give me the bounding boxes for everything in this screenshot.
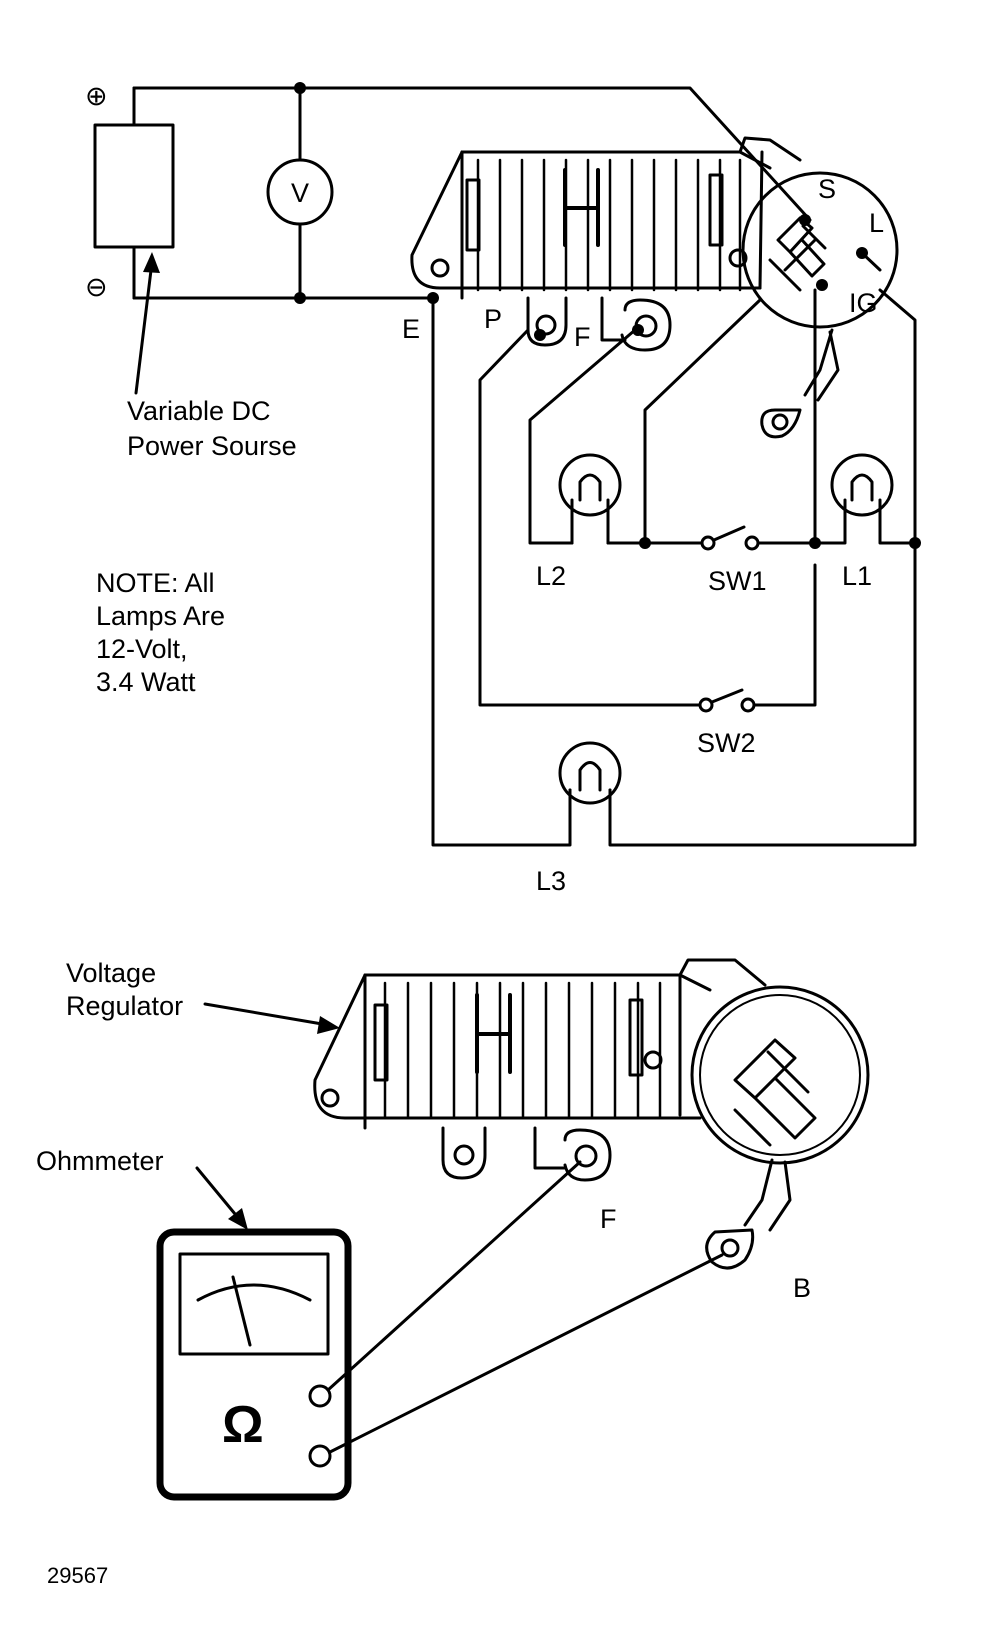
ohmmeter-label: Ohmmeter <box>36 1146 164 1176</box>
regulator-pointer <box>203 1002 340 1034</box>
ohmmeter <box>156 1228 352 1501</box>
switch-sw1-label: SW1 <box>708 566 767 596</box>
connector-head-bottom <box>690 985 870 1270</box>
switch-sw2 <box>698 563 817 713</box>
regulator-label-line1: Voltage <box>66 958 156 988</box>
lamp-note: NOTE: All Lamps Are 12-Volt, 3.4 Watt <box>96 568 225 697</box>
terminal-b-label: B <box>793 1273 811 1303</box>
negative-terminal-symbol: ⊖ <box>85 272 108 302</box>
terminal-ig-label: IG <box>849 288 878 318</box>
ohmmeter-pointer <box>195 1166 248 1230</box>
figure-number: 29567 <box>47 1563 108 1588</box>
test-circuit: ⊕ ⊖ Variable DC Power Sourse V <box>85 81 921 896</box>
ohmmeter-test: Voltage Regulator <box>36 958 870 1501</box>
l-wire <box>643 298 762 545</box>
terminal-p-label: P <box>484 304 502 334</box>
note-line1: NOTE: All <box>96 568 215 598</box>
note-line4: 3.4 Watt <box>96 667 196 697</box>
switch-sw1 <box>643 525 817 551</box>
lamp-l3 <box>558 741 622 812</box>
voltmeter-symbol: V <box>291 178 309 208</box>
terminal-f-top-label: F <box>574 322 591 352</box>
lamp-l1 <box>813 453 917 545</box>
power-source-label-line2: Power Sourse <box>127 431 297 461</box>
switch-sw2-label: SW2 <box>697 728 756 758</box>
test-lead-b <box>328 1253 724 1454</box>
regulator-bottom <box>313 958 767 1182</box>
lamp-l2-label: L2 <box>536 561 566 591</box>
terminal-s-label: S <box>818 174 836 204</box>
test-lead-f <box>326 1160 582 1392</box>
p-wire <box>478 328 702 707</box>
connector-head-top <box>741 171 899 439</box>
positive-supply-wire <box>132 86 812 222</box>
positive-terminal-symbol: ⊕ <box>85 81 108 111</box>
power-source-label-line1: Variable DC <box>127 396 271 426</box>
ohm-symbol: Ω <box>222 1396 264 1454</box>
lamp-l3-label: L3 <box>536 866 566 896</box>
power-source-pointer <box>134 252 160 395</box>
regulator-top <box>410 136 802 352</box>
ground-wire <box>431 288 917 847</box>
variable-dc-power-source <box>93 86 175 300</box>
note-line2: Lamps Are <box>96 601 225 631</box>
terminal-e-label: E <box>402 314 420 344</box>
lamp-l2 <box>558 453 622 545</box>
f-wire <box>528 328 647 545</box>
terminal-l-label: L <box>869 208 884 238</box>
regulator-label-line2: Regulator <box>66 991 183 1021</box>
lamp-l1-label: L1 <box>842 561 872 591</box>
terminal-f-bottom-label: F <box>600 1204 617 1234</box>
note-line3: 12-Volt, <box>96 634 188 664</box>
